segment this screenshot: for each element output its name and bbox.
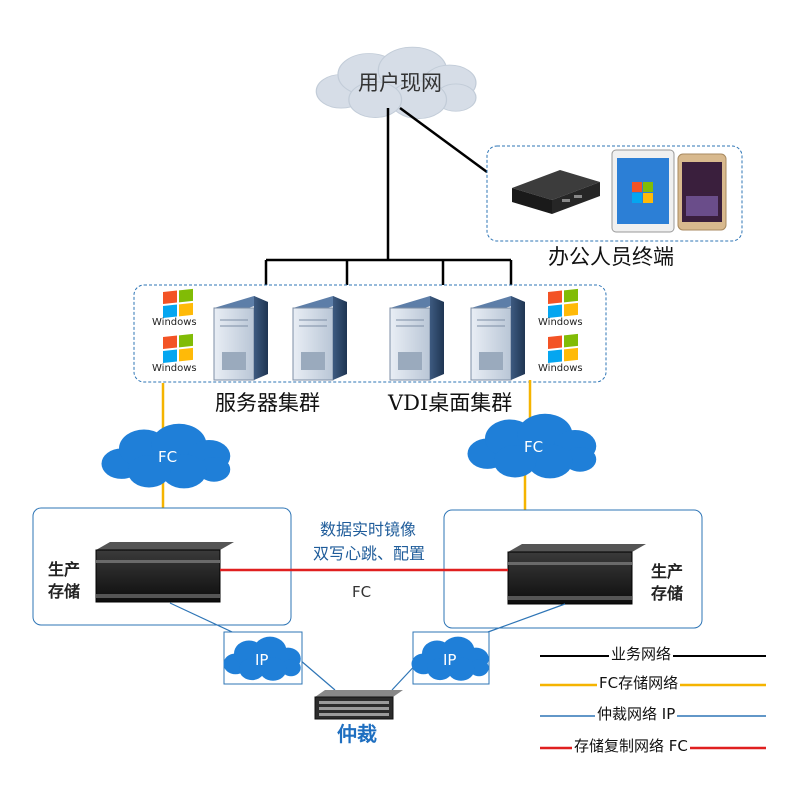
thin-client-icon — [512, 170, 600, 214]
user-network-label: 用户现网 — [358, 71, 442, 95]
legend-label-ip: 仲裁网络 IP — [595, 705, 678, 723]
vdi-cluster-label: VDI桌面集群 — [388, 391, 513, 415]
windows-logo-icon — [548, 288, 578, 318]
server-cluster-label: 服务器集群 — [215, 391, 320, 415]
storage-right-label-line2: 存储 — [651, 584, 684, 603]
storage-array-icon — [95, 542, 234, 603]
office-terminals-label: 办公人员终端 — [548, 245, 674, 269]
storage-left-label-line1: 生产 — [48, 560, 81, 579]
windows-logo-icon — [548, 333, 578, 363]
legend-label-business: 业务网络 — [609, 645, 674, 663]
server-cluster-box — [133, 284, 607, 383]
mirror-label-line2: 双写心跳、配置 — [313, 544, 426, 563]
server-tower-icon — [389, 296, 444, 381]
server-tower-icon — [213, 296, 268, 381]
business-network-lines — [264, 106, 513, 298]
windows-logo-icon — [163, 333, 193, 363]
windows-logo-label: Windows — [538, 317, 583, 328]
smartphone-icon — [677, 153, 727, 231]
legend-label-replication: 存储复制网络 FC — [572, 737, 690, 755]
legend-label-fc: FC存储网络 — [597, 674, 681, 692]
legend-lines — [540, 655, 766, 750]
tablet-icon — [611, 149, 675, 233]
ip-cloud-left-label: IP — [255, 651, 269, 669]
fc-cloud-left-label: FC — [158, 448, 178, 466]
storage-left-label-line2: 存储 — [48, 582, 81, 601]
ip-cloud-right-label: IP — [443, 651, 457, 669]
arbitration-label: 仲裁 — [337, 722, 377, 746]
server-tower-icon — [292, 296, 347, 381]
fc-cloud-right-label: FC — [524, 438, 544, 456]
windows-logo-label: Windows — [538, 363, 583, 374]
server-tower-icon — [470, 296, 525, 381]
windows-logo-icon — [163, 288, 193, 318]
storage-array-icon — [507, 544, 646, 605]
mirror-label-line1: 数据实时镜像 — [320, 520, 417, 539]
windows-logo-label: Windows — [152, 317, 197, 328]
windows-logo-label: Windows — [152, 363, 197, 374]
replication-fc-label: FC — [352, 583, 372, 601]
storage-right-label-line1: 生产 — [651, 562, 684, 581]
arbitration-server-icon — [314, 690, 403, 720]
